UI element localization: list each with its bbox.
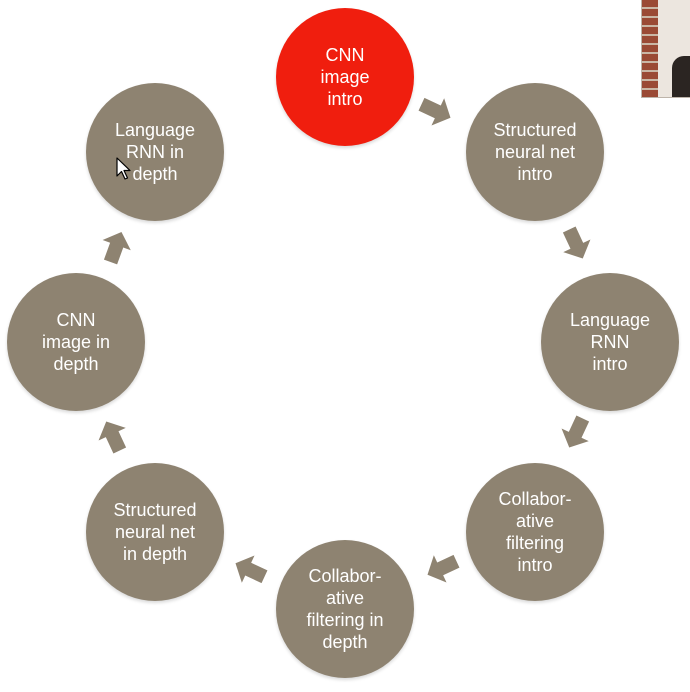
node-label: Collabor- ative filtering in depth [306,566,384,652]
node-label: Language RNN in depth [114,120,196,184]
node-structured-neural-net-intro: Structured neural net intro [466,83,604,221]
node-language-rnn-intro: Language RNN intro [541,273,679,411]
node-label: CNN image intro [320,45,370,109]
node-cnn-image-in-depth: CNN image in depth [7,273,145,411]
chevron-arrow-icon [226,546,274,594]
chevron-arrow-icon [418,544,466,592]
mouse-pointer-icon [116,157,132,181]
node-label: Structured neural net in depth [113,500,197,564]
webcam-presenter [672,56,690,97]
webcam-video-thumbnail [641,0,690,98]
node-language-rnn-in-depth: Language RNN in depth [86,83,224,221]
node-structured-neural-net-in-depth: Structured neural net in depth [86,463,224,601]
node-cnn-image-intro: CNN image intro [276,8,414,146]
node-label: CNN image in depth [41,310,111,374]
webcam-brick-wall [642,0,658,97]
node-label: Structured neural net intro [493,120,577,184]
chevron-arrow-icon [93,224,139,270]
chevron-arrow-icon [412,87,460,135]
node-collaborative-filtering-in-depth: Collabor- ative filtering in depth [276,540,414,678]
chevron-arrow-icon [552,409,600,457]
node-collaborative-filtering-intro: Collabor- ative filtering intro [466,463,604,601]
node-label: Collabor- ative filtering intro [498,489,572,575]
chevron-arrow-icon [89,412,137,460]
chevron-arrow-icon [552,220,600,268]
node-label: Language RNN intro [569,310,651,374]
